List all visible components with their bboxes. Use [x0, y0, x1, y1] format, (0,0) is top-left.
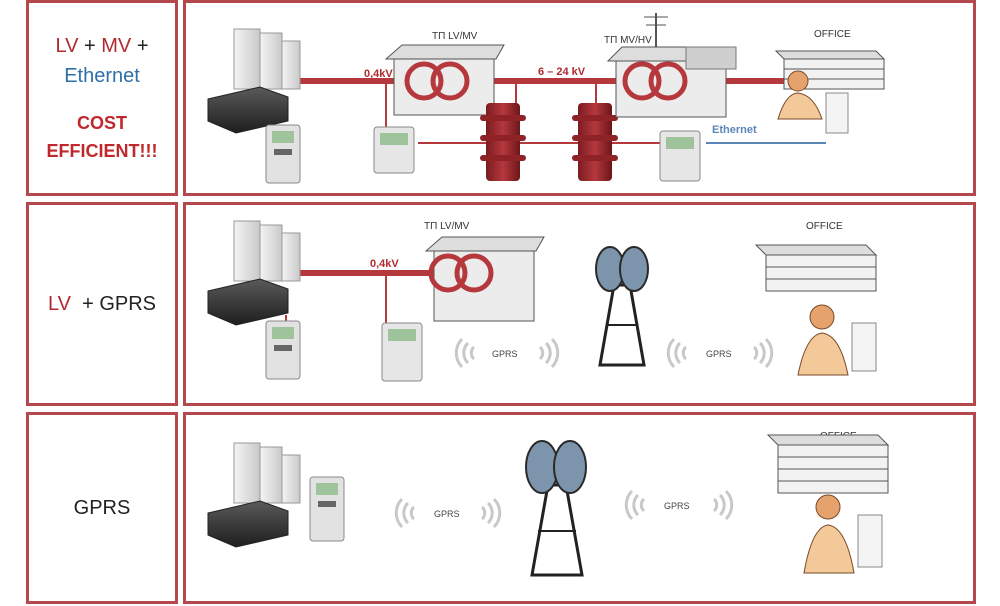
signal-waves-icon	[394, 497, 416, 529]
row3-diagram: GPRS GPRS OFFICE	[207, 431, 890, 577]
office-label: OFFICE	[814, 29, 851, 40]
row1-diagram-panel: ТП LV/MV 0,4kV 6 – 24 kV ТП MV/HV	[183, 0, 976, 196]
tp-mv-hv-label: ТП MV/HV	[604, 35, 652, 46]
office-label: OFFICE	[806, 221, 843, 232]
signal-waves-icon	[480, 497, 502, 529]
signal-waves-icon	[666, 337, 688, 369]
signal-waves-icon	[538, 337, 560, 369]
building-icon	[207, 220, 301, 326]
signal-waves-icon	[712, 489, 734, 521]
mv-text: MV	[101, 35, 132, 57]
gprs-label: GPRS	[664, 501, 690, 511]
signal-waves-icon	[454, 337, 476, 369]
voltage-0-4kv-label: 0,4kV	[364, 68, 393, 80]
concentrator-icon	[381, 322, 423, 382]
insulator-icon	[572, 103, 618, 181]
lv-text: LV	[47, 293, 71, 315]
tp-lv-mv-label: ТП LV/MV	[424, 221, 470, 232]
signal-waves-icon	[752, 337, 774, 369]
cost-text: COST	[76, 113, 127, 133]
lv-text: LV	[55, 35, 79, 57]
row3-title: GPRS	[73, 497, 131, 519]
operator-icon	[797, 304, 877, 376]
gprs-label: GPRS	[492, 349, 518, 359]
row2-diagram-panel: 0,4kV ТП LV/MV GPRS GPRS OFFIC	[183, 202, 976, 406]
meter-icon	[265, 320, 301, 380]
operator-icon	[777, 70, 849, 134]
voltage-6-24kv-label: 6 – 24 kV	[538, 66, 586, 78]
signal-waves-icon	[624, 489, 646, 521]
gprs-text: + GPRS	[70, 293, 156, 315]
row2-title: LV + GPRS	[48, 289, 156, 319]
cell-tower-icon	[595, 246, 649, 367]
plus-text: +	[78, 35, 102, 57]
row1-title: LV + MV +	[55, 31, 148, 61]
meter-icon	[265, 124, 301, 184]
ethernet-link-label: Ethernet	[712, 124, 757, 136]
cell-tower-icon	[525, 440, 587, 577]
meter-icon	[309, 476, 345, 542]
substation-mv-hv-icon	[606, 13, 737, 118]
building-icon	[207, 28, 301, 134]
efficient-text: EFFICIENT!!!	[46, 141, 158, 161]
substation-lv-mv-icon	[384, 44, 505, 116]
row3-diagram-panel: GPRS GPRS OFFICE	[183, 412, 976, 604]
operator-icon	[803, 494, 883, 574]
voltage-0-4kv-label: 0,4kV	[370, 258, 399, 270]
office-server-icon	[774, 50, 886, 90]
plus-text: +	[131, 35, 149, 57]
row3-label-panel: GPRS	[26, 412, 178, 604]
insulator-icon	[480, 103, 526, 181]
row2-diagram: 0,4kV ТП LV/MV GPRS GPRS OFFIC	[207, 220, 878, 382]
gprs-label: GPRS	[434, 509, 460, 519]
office-server-icon	[754, 244, 878, 292]
ethernet-text: Ethernet	[64, 65, 140, 87]
office-server-icon	[766, 434, 890, 494]
tp-lv-mv-label: ТП LV/MV	[432, 31, 478, 42]
concentrator-icon	[373, 126, 415, 174]
row1-label-panel: LV + MV + Ethernet COST EFFICIENT!!!	[26, 0, 178, 196]
row1-diagram: ТП LV/MV 0,4kV 6 – 24 kV ТП MV/HV	[207, 13, 886, 184]
concentrator-icon	[659, 130, 701, 182]
substation-lv-mv-icon	[424, 236, 545, 322]
building-icon	[207, 442, 301, 548]
row2-label-panel: LV + GPRS	[26, 202, 178, 406]
gprs-label: GPRS	[706, 349, 732, 359]
